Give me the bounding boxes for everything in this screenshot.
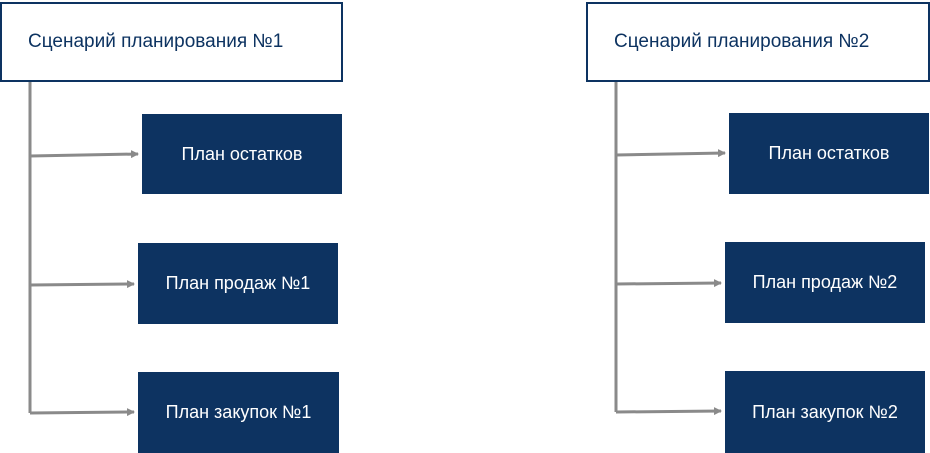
- scenario-1-header: Сценарий планирования №1: [0, 2, 343, 82]
- plan-1-purchases-box: План закупок №1: [138, 372, 339, 453]
- plan-2-purchases-box: План закупок №2: [725, 371, 925, 453]
- arrow-to-plan-2-2: [615, 279, 722, 288]
- plan-1-stock-label: План остатков: [181, 143, 303, 164]
- plan-1-sales-box: План продаж №1: [138, 243, 338, 324]
- arrow-to-plan-1-2: [29, 280, 135, 289]
- plan-1-stock-box: План остатков: [142, 114, 342, 194]
- plan-2-sales-box: План продаж №2: [725, 242, 925, 323]
- plan-2-purchases-label: План закупок №2: [752, 401, 898, 422]
- plan-1-purchases-label: План закупок №1: [165, 402, 312, 422]
- scenario-2-connectors: [614, 82, 726, 416]
- plan-2-stock-box: План остатков: [729, 113, 929, 194]
- scenario-1-connectors: [28, 82, 139, 417]
- arrow-to-plan-2-3: [615, 407, 722, 416]
- arrow-to-plan-1-3: [29, 408, 135, 417]
- arrow-to-plan-1-1: [29, 150, 139, 159]
- plan-1-sales-label: План продаж №1: [165, 273, 311, 293]
- scenario-2-header: Сценарий планирования №2: [586, 2, 930, 82]
- scenario-1-title: Сценарий планирования №1: [28, 31, 284, 52]
- plan-2-stock-label: План остатков: [768, 143, 890, 163]
- scenario-2-title: Сценарий планирования №2: [614, 31, 870, 52]
- plan-2-sales-label: План продаж №2: [752, 272, 898, 292]
- arrow-to-plan-2-1: [615, 149, 726, 158]
